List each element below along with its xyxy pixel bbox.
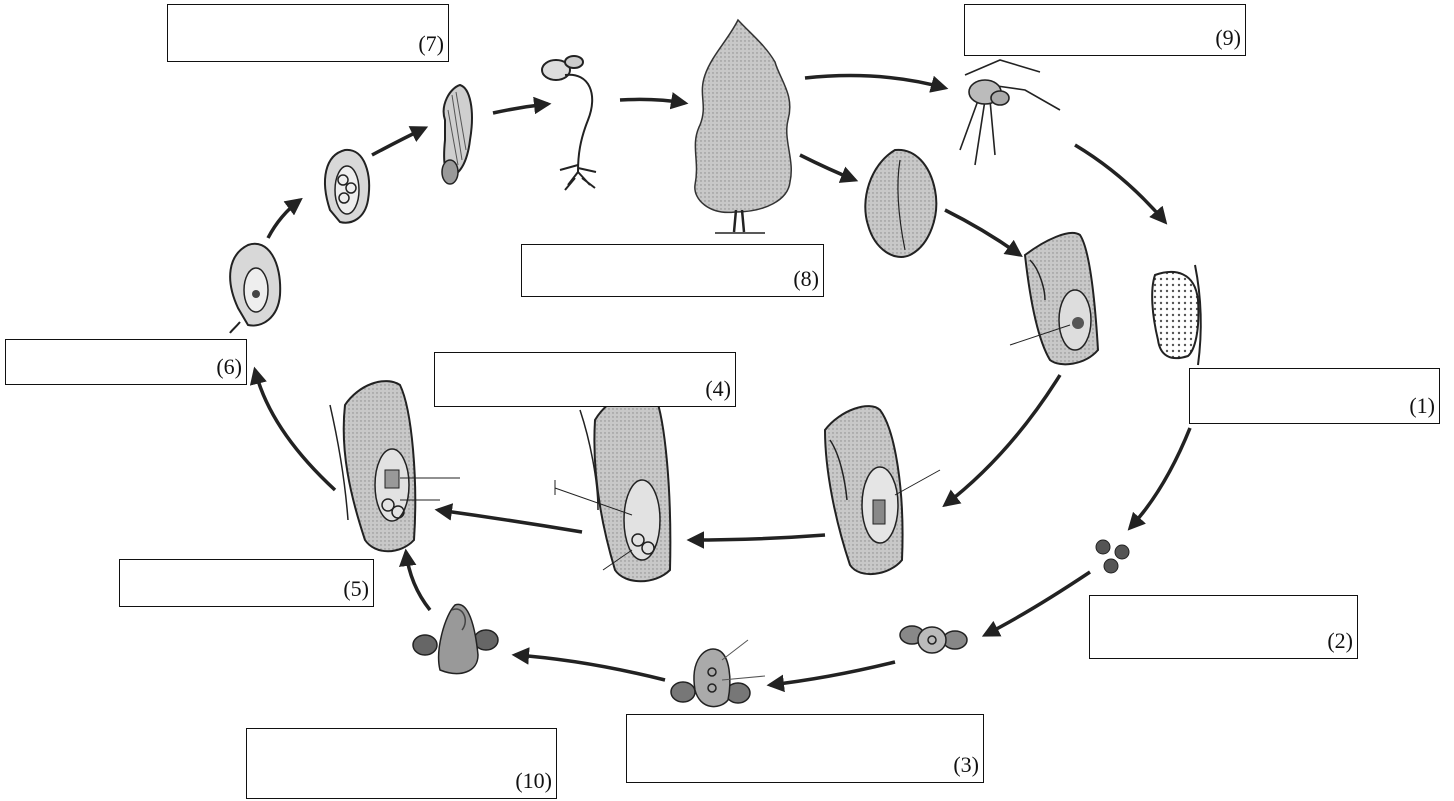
label-box-10[interactable]: (10) [246,728,557,799]
pollen-grain [900,626,967,653]
arrow-ovule-to-archegonia [945,375,1060,505]
arrow-archegonia-to-pollinated [690,535,825,540]
label-box-7[interactable]: (7) [167,4,449,62]
arrow-tube-to-germinated [515,655,665,680]
label-box-2[interactable]: (2) [1089,595,1358,659]
label-number-5: (5) [343,578,369,600]
label-number-9: (9) [1215,27,1241,49]
label-box-8[interactable]: (8) [521,244,824,297]
label-box-5[interactable]: (5) [119,559,374,607]
arrow-sporangium-to-tetrad [1130,428,1190,528]
arrow-pollinated-to-fertilization [438,510,582,532]
pine-tree [695,20,791,233]
label-number-8: (8) [793,268,819,290]
label-number-7: (7) [418,33,444,55]
label-box-1[interactable]: (1) [1189,368,1440,424]
pollen-tube [413,604,498,673]
arrow-proembryo-to-seed [372,128,425,155]
arrow-tetrad-to-pollen [985,572,1090,635]
arrow-seed-to-seedling [493,104,548,113]
label-box-3[interactable]: (3) [626,714,984,783]
microspore-tetrad [1096,540,1129,573]
label-number-10: (10) [515,770,552,792]
label-number-2: (2) [1327,630,1353,652]
label-box-6[interactable]: (6) [5,339,247,385]
arrow-tree-to-branch [805,76,945,88]
label-number-3: (3) [953,754,979,776]
zygote-ovule [230,244,280,333]
arrow-fertilization-to-zygote [255,370,335,490]
label-box-4[interactable]: (4) [434,352,736,407]
arrow-seedling-to-tree [620,99,685,103]
label-number-4: (4) [705,378,731,400]
label-number-6: (6) [216,356,242,378]
proembryo-ovule [325,150,369,223]
arrow-germinated-to-fertilization [406,552,430,610]
arrow-branch-to-sporangium [1075,145,1165,222]
ovule-pollinated [555,391,670,581]
label-box-9[interactable]: (9) [964,4,1246,56]
male-cone-branch [960,60,1060,165]
germinating-pollen [671,640,765,707]
arrow-tree-to-cone [800,155,855,180]
arrow-pollen-to-tube [770,662,895,685]
label-number-1: (1) [1409,395,1435,417]
arrow-cone-to-ovule [945,210,1020,255]
seedling [542,56,596,190]
female-cone [865,150,936,257]
arrow-zygote-to-proembryo [268,200,300,238]
winged-seed [442,85,472,184]
ovule-megaspore [1010,233,1098,364]
microsporangium [1152,265,1201,365]
ovule-archegonia [825,406,940,574]
